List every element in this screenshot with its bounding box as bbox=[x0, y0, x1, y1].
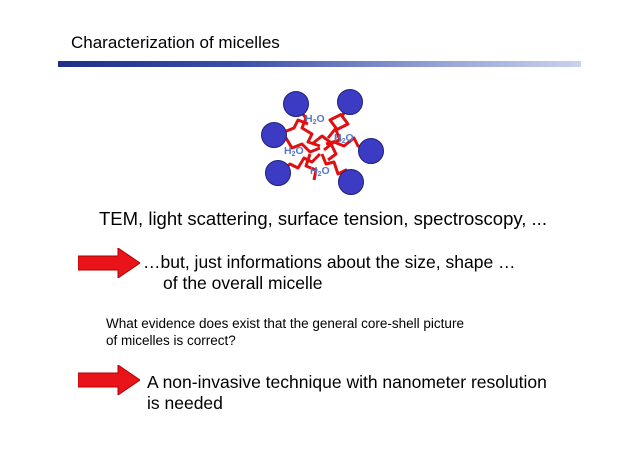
red-arrow-icon bbox=[78, 365, 140, 395]
micelle-diagram: H2O H2O H2O H2O bbox=[261, 89, 384, 195]
hydrophobic-tail bbox=[304, 153, 318, 181]
hydrophobic-tail bbox=[311, 134, 338, 162]
slide-title: Characterization of micelles bbox=[71, 33, 280, 52]
hydrophobic-tail bbox=[326, 112, 343, 139]
conclusion-text: A non-invasive technique with nanometer … bbox=[147, 372, 547, 414]
question-text: What evidence does exist that the genera… bbox=[106, 315, 464, 349]
hydrophobic-tail bbox=[294, 105, 321, 148]
limitation-text: …but, just informations about the size, … bbox=[143, 252, 516, 294]
question-line-2: of micelles is correct? bbox=[106, 333, 236, 348]
limitation-line-2: of the overall micelle bbox=[163, 273, 323, 293]
limitation-line-1: …but, just informations about the size, … bbox=[143, 252, 516, 272]
water-label: H2O bbox=[310, 165, 330, 178]
hydrophilic-head bbox=[337, 89, 363, 115]
hydrophilic-head bbox=[358, 138, 384, 164]
hydrophobic-tail bbox=[283, 118, 309, 134]
hydrophilic-head bbox=[265, 160, 291, 186]
methods-text: TEM, light scattering, surface tension, … bbox=[99, 208, 547, 229]
hydrophilic-head bbox=[283, 91, 309, 117]
conclusion-line-1: A non-invasive technique with nanometer … bbox=[147, 372, 547, 392]
hydrophilic-head bbox=[261, 122, 287, 148]
hydrophilic-head bbox=[338, 169, 364, 195]
hydrophobic-tail bbox=[325, 103, 352, 146]
water-label: H2O bbox=[305, 113, 325, 126]
water-label: H2O bbox=[334, 132, 354, 145]
water-label: H2O bbox=[284, 145, 304, 158]
title-underline bbox=[58, 61, 581, 67]
question-line-1: What evidence does exist that the genera… bbox=[106, 316, 464, 331]
red-arrow-icon bbox=[78, 248, 140, 278]
conclusion-line-2: is needed bbox=[147, 393, 223, 413]
